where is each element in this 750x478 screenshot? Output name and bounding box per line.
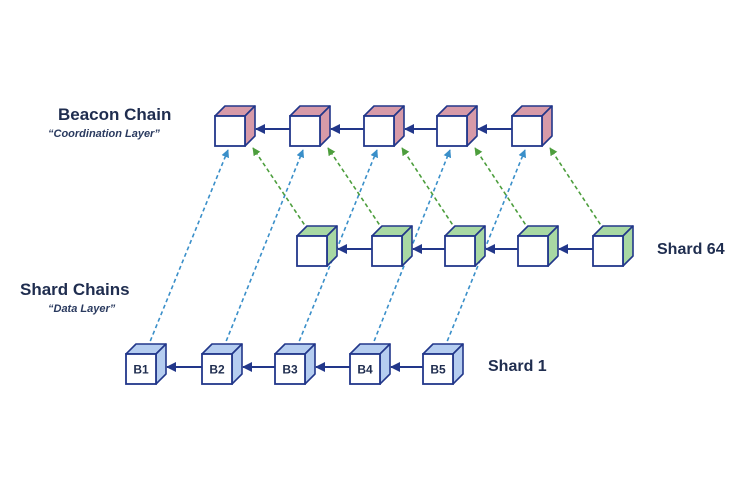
shard-1-label: Shard 1 [488, 358, 547, 375]
block-label: B4 [357, 363, 373, 377]
beacon-block [214, 105, 256, 147]
shard1-to-beacon-link [144, 149, 229, 355]
block-label: B5 [430, 363, 446, 377]
shard64-block [296, 225, 338, 267]
shard64-to-beacon-link [474, 147, 534, 237]
beacon-chain-subtitle: “Coordination Layer” [48, 128, 160, 140]
block-label: B1 [133, 363, 149, 377]
shard-chains-subtitle: “Data Layer” [48, 303, 116, 315]
shard-64-label: Shard 64 [657, 241, 725, 258]
shard64-to-beacon-link [549, 147, 609, 237]
shard64-to-beacon-link [252, 147, 313, 237]
shard64-block [371, 225, 413, 267]
shard1-to-beacon-link [220, 149, 305, 355]
shard64-block [592, 225, 634, 267]
shard64-block [444, 225, 486, 267]
shard1-to-beacon-link [441, 149, 526, 355]
shard1-block: B3 [274, 343, 316, 385]
beacon-block [289, 105, 331, 147]
block-label: B3 [282, 363, 298, 377]
shard1-to-beacon-link [368, 149, 452, 355]
beacon-chain-title: Beacon Chain [58, 105, 172, 124]
shard1-block: B2 [201, 343, 243, 385]
block-label: B2 [209, 363, 225, 377]
shard64-to-beacon-link [327, 147, 388, 237]
beacon-block [511, 105, 553, 147]
shard64-block [517, 225, 559, 267]
cross-links [144, 147, 609, 355]
shard64-to-beacon-link [401, 147, 461, 237]
shard-chains-title: Shard Chains [20, 280, 130, 299]
beacon-block [363, 105, 405, 147]
shard1-to-beacon-link [293, 149, 378, 355]
shard1-block: B5 [422, 343, 464, 385]
beacon-block [436, 105, 478, 147]
shard1-block: B4 [349, 343, 391, 385]
shard1-block: B1 [125, 343, 167, 385]
